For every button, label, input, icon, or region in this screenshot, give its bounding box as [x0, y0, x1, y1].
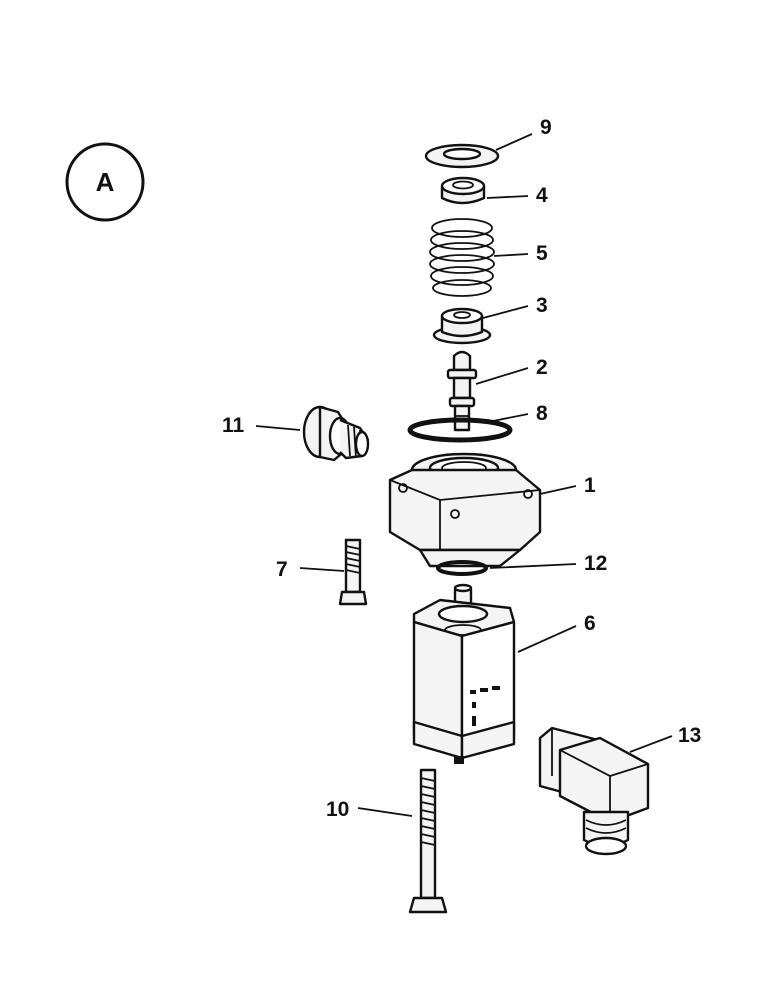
- view-badge: A: [65, 142, 145, 222]
- o-ring-icon: [407, 417, 513, 443]
- leader-5: [493, 253, 529, 257]
- valve-plunger-icon: [446, 350, 478, 432]
- leader-6: [517, 625, 577, 653]
- callout-labels: 9 4 5 3 2 8 11 1 7 12 6 13 10: [222, 116, 701, 821]
- callout-8: 8: [536, 402, 548, 425]
- leader-13: [629, 735, 673, 753]
- callout-2: 2: [536, 356, 548, 379]
- leader-10: [357, 807, 413, 817]
- callout-5: 5: [536, 242, 548, 265]
- plug-icon: [302, 405, 370, 462]
- o-ring-icon: [436, 560, 488, 576]
- leader-2: [475, 367, 529, 385]
- screw-icon: [338, 538, 368, 606]
- spring-cap-icon: [440, 176, 486, 205]
- leader-4: [486, 195, 529, 199]
- leader-lines: [255, 133, 673, 817]
- callout-4: 4: [536, 184, 548, 207]
- view-letter: A: [96, 167, 115, 197]
- leader-11: [255, 425, 301, 431]
- callout-10: 10: [326, 798, 349, 821]
- callout-7: 7: [276, 558, 288, 581]
- leader-3: [482, 305, 529, 319]
- leader-7: [299, 567, 345, 572]
- callout-11: 11: [222, 414, 245, 437]
- leader-8: [487, 413, 529, 423]
- leader-9: [495, 133, 533, 151]
- solenoid-icon: [412, 583, 516, 764]
- washer-icon: [424, 143, 500, 169]
- callout-13: 13: [678, 724, 701, 747]
- leader-12: [489, 563, 577, 569]
- connector-icon: [538, 726, 650, 856]
- spring-seat-icon: [432, 307, 492, 345]
- callout-3: 3: [536, 294, 548, 317]
- long-bolt-icon: [408, 768, 448, 914]
- valve-body-icon: [388, 452, 542, 568]
- callout-1: 1: [584, 474, 596, 497]
- callout-6: 6: [584, 612, 596, 635]
- callout-12: 12: [584, 552, 607, 575]
- coil-spring-icon: [429, 218, 495, 297]
- callout-9: 9: [540, 116, 552, 139]
- leader-1: [539, 485, 577, 495]
